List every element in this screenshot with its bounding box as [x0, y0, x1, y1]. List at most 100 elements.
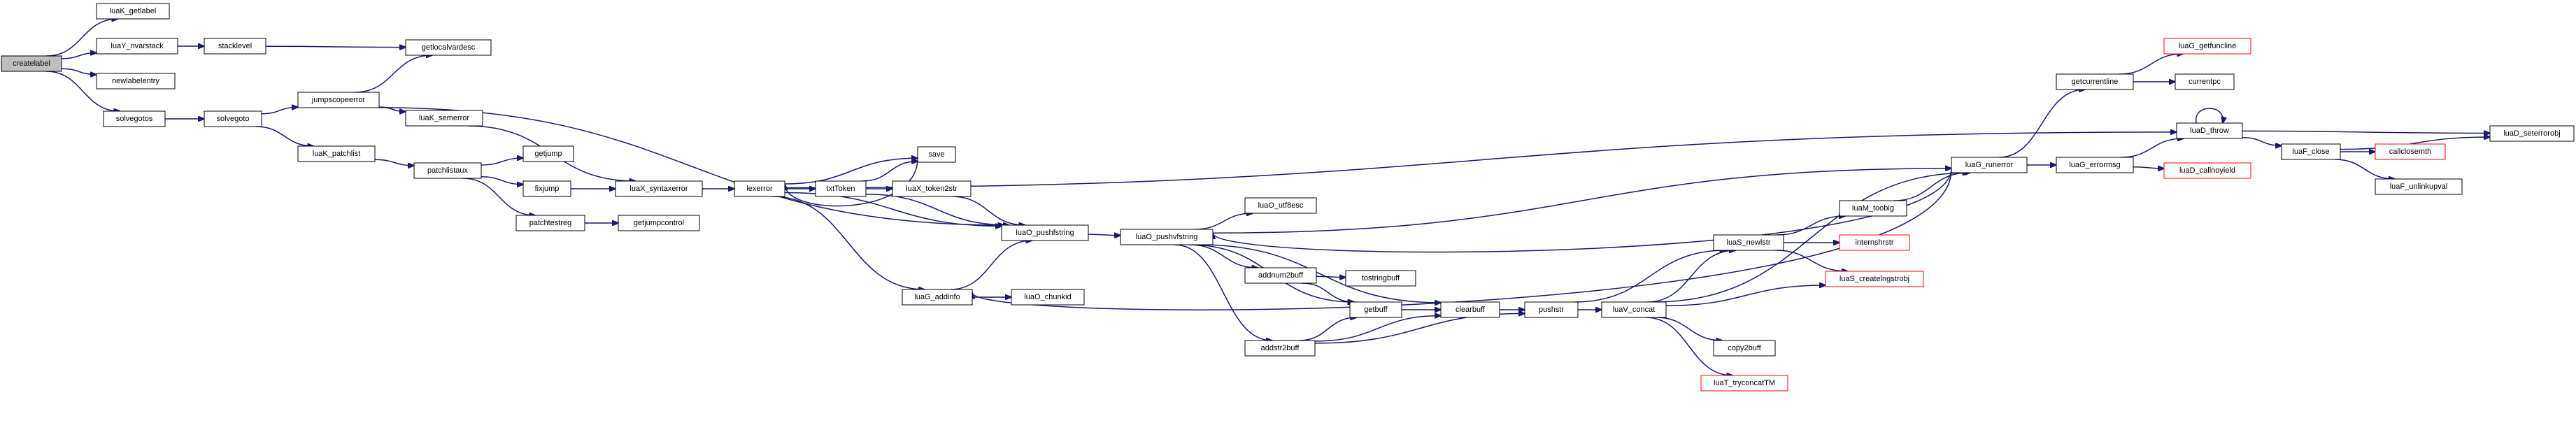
node-box [2176, 122, 2243, 139]
node-label: luaD_throw [2190, 127, 2229, 135]
node-stacklevel[interactable]: stacklevel [204, 38, 266, 55]
node-label: luaS_createlngstrobj [1840, 275, 1909, 283]
node-luaY_nvarstack[interactable]: luaY_nvarstack [96, 38, 178, 55]
node-box [1244, 267, 1317, 284]
node-luaK_semerror[interactable]: luaK_semerror [405, 110, 483, 127]
node-currentpc[interactable]: currentpc [2175, 73, 2235, 90]
node-luaX_syntaxerror[interactable]: luaX_syntaxerror [615, 180, 703, 197]
node-callclosemth[interactable]: callclosemth [2375, 143, 2446, 160]
node-box [2281, 143, 2341, 160]
node-fixjump[interactable]: fixjump [522, 180, 571, 197]
node-patchtestreg[interactable]: patchtestreg [515, 215, 585, 231]
edge-pushstr-to-luaS_newlstr [1574, 250, 1725, 303]
node-label: pushstr [1539, 306, 1564, 314]
node-label: patchlistaux [427, 166, 469, 175]
node-label: getjumpcontrol [634, 219, 684, 227]
edge-lexerror-to-save [784, 158, 918, 185]
edge-patchlistaux-to-patchtestreg [462, 178, 536, 215]
node-label: luaF_unlinkupval [2390, 182, 2448, 191]
node-newlabelentry[interactable]: newlabelentry [96, 73, 176, 89]
node-label: luaF_close [2292, 148, 2329, 156]
node-label: luaO_chunkid [1024, 293, 1071, 301]
node-label: luaK_semerror [419, 114, 469, 122]
edge-luaS_newlstr-to-luaS_createlngstrobj [1775, 250, 1848, 271]
node-addstr2buff[interactable]: addstr2buff [1244, 340, 1316, 357]
node-luaK_getlabel[interactable]: luaK_getlabel [96, 3, 170, 20]
node-patchlistaux[interactable]: patchlistaux [413, 162, 482, 179]
edge-luaG_runerror-to-luaG_addinfo [972, 169, 1952, 310]
node-luaF_unlinkupval[interactable]: luaF_unlinkupval [2375, 178, 2463, 195]
node-box [1825, 271, 1924, 287]
node-box [2163, 38, 2251, 55]
node-jumpscopeerror[interactable]: jumpscopeerror [297, 92, 380, 108]
node-box [917, 146, 956, 163]
node-getcurrentline[interactable]: getcurrentline [2056, 73, 2134, 90]
node-box [1120, 229, 1214, 245]
node-pushstr[interactable]: pushstr [1524, 301, 1579, 318]
node-label: save [928, 150, 944, 159]
node-internshrstr[interactable]: internshrstr [1839, 234, 1910, 251]
node-label: luaM_toobig [1852, 204, 1894, 213]
edge-luaV_concat-to-copy2buff [1656, 317, 1723, 340]
node-label: jumpscopeerror [311, 96, 366, 104]
node-luaD_throw[interactable]: luaD_throw [2176, 122, 2243, 139]
node-getjumpcontrol[interactable]: getjumpcontrol [618, 215, 700, 231]
node-label: luaD_seterrorobj [2503, 129, 2560, 138]
node-luaV_concat[interactable]: luaV_concat [1601, 301, 1667, 318]
node-save[interactable]: save [917, 146, 956, 163]
node-getbuff[interactable]: getbuff [1349, 301, 1402, 318]
node-luaX_token2str[interactable]: luaX_token2str [892, 180, 972, 197]
node-luaS_newlstr[interactable]: luaS_newlstr [1713, 234, 1784, 251]
node-luaG_errormsg[interactable]: luaG_errormsg [2056, 157, 2134, 173]
node-luaS_createlngstrobj[interactable]: luaS_createlngstrobj [1825, 271, 1924, 287]
node-luaG_getfuncline[interactable]: luaG_getfuncline [2163, 38, 2251, 55]
node-getlocalvardesc[interactable]: getlocalvardesc [405, 39, 492, 56]
node-txtToken[interactable]: txtToken [815, 180, 867, 197]
node-box [297, 92, 380, 108]
node-label: getcurrentline [2072, 78, 2119, 86]
node-label: luaO_pushvfstring [1136, 233, 1198, 241]
node-label: luaO_pushfstring [1016, 229, 1074, 237]
edge-luaO_pushfstring-to-luaO_pushvfstring [1088, 234, 1120, 236]
node-box [1349, 301, 1402, 318]
node-luaO_utf8esc[interactable]: luaO_utf8esc [1244, 197, 1317, 214]
edge-luaM_toobig-to-luaG_runerror [1893, 173, 1968, 201]
node-getjump[interactable]: getjump [522, 145, 574, 162]
node-box [1839, 200, 1907, 217]
edge-luaO_pushvfstring-to-luaO_utf8esc [1194, 213, 1253, 230]
node-luaD_seterrorobj[interactable]: luaD_seterrorobj [2489, 125, 2575, 142]
node-box [1601, 301, 1667, 318]
node-label: newlabelentry [112, 77, 159, 85]
edge-luaF_close-to-luaF_unlinkupval [2334, 159, 2395, 179]
node-lexerror[interactable]: lexerror [734, 180, 785, 197]
edge-createlabel-to-luaK_getlabel [46, 19, 118, 57]
node-luaK_patchlist[interactable]: luaK_patchlist [297, 145, 376, 162]
node-label: patchtestreg [529, 219, 572, 227]
node-box [297, 145, 376, 162]
edge-createlabel-to-newlabelentry [61, 68, 97, 74]
node-tostringbuff[interactable]: tostringbuff [1345, 270, 1416, 287]
edge-stacklevel-to-getlocalvardesc [265, 46, 406, 47]
node-label: luaX_token2str [906, 185, 958, 193]
node-label: luaV_concat [1613, 306, 1656, 314]
edge-luaG_errormsg-to-luaD_throw [2120, 138, 2184, 158]
node-addnum2buff[interactable]: addnum2buff [1244, 267, 1317, 284]
edge-luaF_close-to-luaD_seterrorobj [2340, 137, 2490, 150]
node-luaF_close[interactable]: luaF_close [2281, 143, 2341, 160]
node-solvegotos[interactable]: solvegotos [103, 110, 166, 127]
node-luaD_callnoyield[interactable]: luaD_callnoyield [2163, 162, 2251, 179]
node-luaM_toobig[interactable]: luaM_toobig [1839, 200, 1907, 217]
node-luaO_pushfstring[interactable]: luaO_pushfstring [1001, 224, 1089, 241]
node-label: getjump [534, 150, 562, 158]
node-solvegoto[interactable]: solvegoto [204, 110, 262, 127]
node-box [2056, 73, 2134, 90]
node-copy2buff[interactable]: copy2buff [1713, 340, 1776, 357]
node-label: luaG_runerror [1965, 161, 2014, 169]
node-luaG_runerror[interactable]: luaG_runerror [1951, 157, 2028, 173]
node-luaG_addinfo[interactable]: luaG_addinfo [902, 289, 973, 306]
node-luaO_pushvfstring[interactable]: luaO_pushvfstring [1120, 229, 1214, 245]
node-clearbuff[interactable]: clearbuff [1440, 301, 1500, 318]
node-luaO_chunkid[interactable]: luaO_chunkid [1011, 289, 1085, 306]
node-luaT_tryconcatTM[interactable]: luaT_tryconcatTM [1700, 375, 1788, 392]
